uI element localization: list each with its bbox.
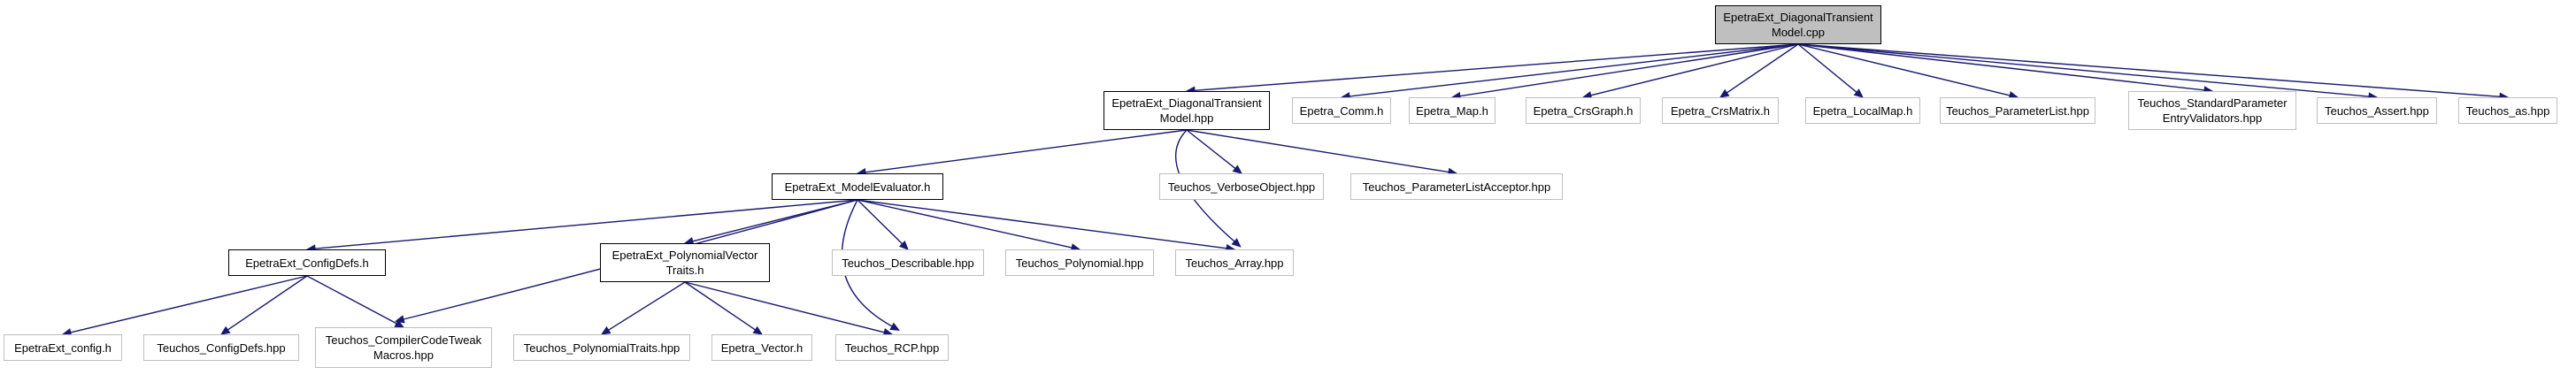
node-teuchos-verboseobject[interactable]: Teuchos_VerboseObject.hpp	[1159, 173, 1324, 200]
node-teuchos-describable[interactable]: Teuchos_Describable.hpp	[832, 249, 984, 276]
arrowhead-dtm_hpp-to-teuchos_verbose	[1232, 165, 1242, 174]
edge-root-to-teuchos_assert	[1797, 43, 2370, 97]
edge-polyvec-to-epetra_vector	[684, 281, 756, 331]
node-label: Epetra_LocalMap.h	[1812, 103, 1913, 118]
edge-configdefs-to-epetraext_config	[70, 275, 308, 333]
node-label: EpetraExt_config.h	[14, 341, 111, 355]
arrowhead-polyvec-to-epetra_vector	[752, 325, 764, 335]
edge-root-to-dtm_hpp	[1194, 43, 1799, 92]
node-teuchos-polynomialtraits[interactable]: Teuchos_PolynomialTraits.hpp	[513, 334, 690, 361]
edge-configdefs-to-teuchos_cctm	[306, 275, 397, 325]
arrowhead-model_evaluator-to-teuchos_rcp	[889, 322, 900, 331]
node-label: Epetra_CrsGraph.h	[1533, 103, 1634, 118]
edge-polyvec-to-teuchos_rcp	[684, 281, 885, 333]
node-teuchos-assert[interactable]: Teuchos_Assert.hpp	[2317, 97, 2437, 124]
arrowhead-configdefs-to-teuchos_configdefs	[219, 325, 231, 335]
node-epetra-crsmatrix[interactable]: Epetra_CrsMatrix.h	[1662, 97, 1779, 124]
node-teuchos-array[interactable]: Teuchos_Array.hpp	[1175, 249, 1294, 276]
arrowhead-configdefs-to-teuchos_cctm	[394, 319, 405, 328]
node-configdefs[interactable]: EpetraExt_ConfigDefs.h	[228, 249, 386, 276]
edge-root-to-epetra_comm	[1349, 43, 1799, 97]
node-label: Teuchos_Describable.hpp	[842, 256, 974, 270]
node-label: Teuchos_as.hpp	[2465, 103, 2550, 118]
node-epetra-vector[interactable]: Epetra_Vector.h	[711, 334, 812, 361]
node-label: Teuchos_ConfigDefs.hpp	[157, 341, 286, 355]
edge-root-to-teuchos_spev	[1797, 43, 2205, 91]
node-label: Epetra_CrsMatrix.h	[1671, 103, 1770, 118]
edge-root-to-epetra_localmap	[1797, 43, 1857, 93]
edge-root-to-epetra_map	[1459, 43, 1799, 97]
edge-model_evaluator-to-teuchos_array	[857, 199, 1227, 249]
node-label: Teuchos_ParameterListAcceptor.hpp	[1362, 180, 1551, 194]
node-epetra-localmap[interactable]: Epetra_LocalMap.h	[1805, 97, 1920, 124]
node-epetra-comm[interactable]: Epetra_Comm.h	[1292, 97, 1391, 124]
node-epetraext-config[interactable]: EpetraExt_config.h	[4, 334, 122, 361]
node-teuchos-parameterlistacceptor[interactable]: Teuchos_ParameterListAcceptor.hpp	[1350, 173, 1563, 200]
node-teuchos-configdefs[interactable]: Teuchos_ConfigDefs.hpp	[143, 334, 299, 361]
node-model-evaluator[interactable]: EpetraExt_ModelEvaluator.h	[772, 173, 943, 200]
node-epetra-crsgraph[interactable]: Epetra_CrsGraph.h	[1526, 97, 1641, 124]
node-label: Epetra_Vector.h	[720, 341, 804, 355]
edge-dtm_hpp-to-teuchos_pla	[1186, 129, 1449, 173]
arrowhead-root-to-epetra_localmap	[1853, 88, 1864, 98]
node-label: Teuchos_Polynomial.hpp	[1015, 256, 1144, 270]
edge-configdefs-to-teuchos_configdefs	[227, 275, 308, 331]
node-label: Teuchos_PolynomialTraits.hpp	[523, 341, 681, 355]
node-epetra-map[interactable]: Epetra_Map.h	[1409, 97, 1496, 124]
node-label: Epetra_Map.h	[1416, 103, 1488, 118]
node-teuchos-rcp[interactable]: Teuchos_RCP.hpp	[835, 334, 949, 361]
arrowhead-polyvec-to-teuchos_polytraits	[600, 325, 611, 335]
node-label: Teuchos_Assert.hpp	[2325, 103, 2429, 118]
edge-dtm_hpp-to-teuchos_verbose	[1186, 129, 1236, 169]
node-label: Teuchos_ParameterList.hpp	[1946, 103, 2089, 118]
edge-root-to-epetra_crsmatrix	[1726, 43, 1799, 94]
node-teuchos-parameterlist[interactable]: Teuchos_ParameterList.hpp	[1940, 97, 2095, 124]
node-label: Epetra_Comm.h	[1299, 103, 1384, 118]
node-label: Teuchos_RCP.hpp	[844, 341, 940, 355]
arrowhead-dtm_hpp-to-teuchos_array	[1231, 238, 1242, 248]
node-teuchos-polynomial[interactable]: Teuchos_Polynomial.hpp	[1005, 249, 1154, 276]
node-label: Teuchos_VerboseObject.hpp	[1167, 180, 1316, 194]
edge-dtm_hpp-to-model_evaluator	[865, 129, 1188, 173]
node-teuchos-as[interactable]: Teuchos_as.hpp	[2458, 97, 2557, 124]
node-label: Teuchos_Array.hpp	[1185, 256, 1284, 270]
node-label: EpetraExt_ModelEvaluator.h	[784, 180, 931, 194]
edge-model_evaluator-to-teuchos_poly	[857, 199, 1073, 249]
edge-polyvec-to-teuchos_polytraits	[608, 281, 686, 331]
edge-model_evaluator-to-configdefs	[314, 199, 858, 249]
edge-root-to-teuchos_as	[1797, 43, 2501, 98]
arrowhead-root-to-epetra_crsmatrix	[1719, 88, 1730, 98]
edge-root-to-epetra_crsgraph	[1590, 43, 1799, 96]
arrowhead-model_evaluator-to-teuchos_descr	[898, 240, 909, 250]
edge-root-to-teuchos_plist	[1797, 43, 2011, 96]
node-label: EpetraExt_ConfigDefs.h	[245, 256, 369, 270]
edge-model_evaluator-to-teuchos_descr	[857, 199, 904, 245]
